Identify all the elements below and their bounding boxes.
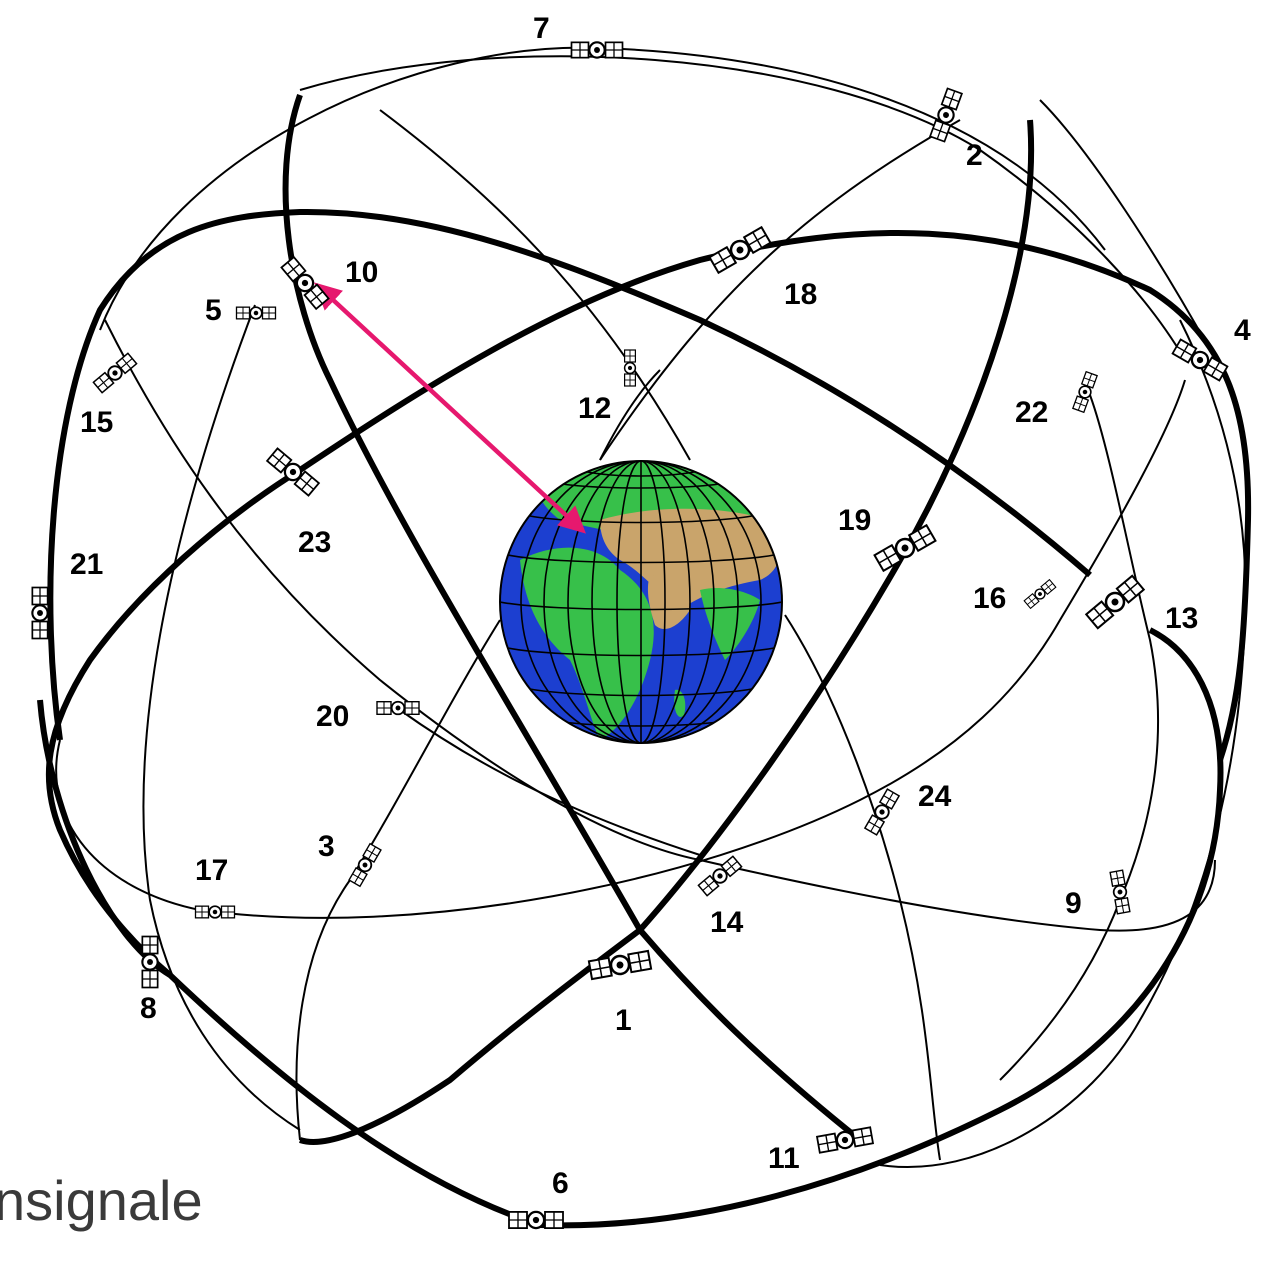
satellite-icon-5: [235, 306, 277, 320]
satellite-icon-8: [141, 935, 159, 989]
satellite-label-5: 5: [205, 294, 222, 327]
satellite-icon-11: [815, 1126, 875, 1154]
orbit-thin-12: [1039, 99, 1211, 351]
orbit-thin-2: [299, 55, 1186, 361]
satellite-icon-16: [1023, 578, 1057, 610]
satellite-label-1: 1: [615, 1004, 632, 1037]
satellite-icon-17: [194, 905, 236, 919]
satellite-icon-7: [570, 41, 624, 59]
satellite-label-14: 14: [710, 906, 744, 939]
satellite-label-7: 7: [533, 12, 550, 45]
caption-text: nsignale: [0, 1169, 203, 1232]
orbit-thin-4: [379, 109, 691, 461]
satellite-labels: 1 2 3 4 5 6 7 8 9 10 11 12 13 14 15 16 1…: [70, 12, 1251, 1200]
orbit-thick-1: [47, 208, 1092, 741]
satellite-label-19: 19: [838, 504, 871, 537]
satellite-icon-20: [376, 700, 420, 716]
signal-arrow: [314, 282, 586, 534]
satellite-label-24: 24: [918, 780, 952, 813]
orbit-thin-3: [599, 119, 961, 461]
satellite-icon-3: [348, 842, 382, 888]
satellite-label-18: 18: [784, 278, 817, 311]
orbit-thin-9: [784, 614, 941, 1161]
satellite-icon-12: [623, 349, 637, 387]
satellite-icon-19: [873, 523, 937, 573]
satellite-icon-6: [507, 1210, 565, 1230]
satellite-icon-2: [929, 87, 963, 143]
satellite-icon-13: [1084, 574, 1146, 630]
orbit-thin-13: [879, 319, 1247, 1168]
satellite-label-8: 8: [140, 992, 157, 1025]
satellite-label-21: 21: [70, 548, 103, 581]
satellite-label-15: 15: [80, 406, 113, 439]
orbit-thin-1: [99, 46, 1106, 331]
satellite-icon-1: [587, 949, 653, 981]
orbit-thin-15: [599, 369, 661, 461]
satellite-label-22: 22: [1015, 396, 1048, 429]
satellite-label-17: 17: [195, 854, 228, 887]
orbit-thin-8: [349, 619, 501, 881]
orbit-thin-5: [104, 319, 1216, 932]
orbit-thick-8: [637, 928, 862, 1143]
globe-land-africa: [520, 547, 654, 740]
satellite-icon-18: [708, 225, 772, 275]
satellite-icon-9: [1109, 869, 1131, 915]
orbit-thick-6: [45, 467, 302, 978]
satellite-icon-14: [697, 855, 743, 897]
satellite-label-23: 23: [298, 526, 331, 559]
satellite-label-11: 11: [768, 1142, 800, 1175]
orbit-thick-5: [298, 230, 1252, 761]
globe-land-asia: [600, 508, 781, 610]
satellite-label-16: 16: [973, 582, 1006, 615]
satellite-label-6: 6: [552, 1167, 569, 1200]
orbit-thin-14: [399, 709, 701, 856]
orbit-thin-10: [55, 379, 1186, 919]
satellite-icon-21: [31, 586, 49, 640]
orbit-thin-6: [142, 304, 301, 1131]
earth-globe: [499, 460, 783, 744]
orbit-thin-7: [295, 879, 351, 1141]
satellite-label-2: 2: [966, 139, 983, 172]
satellite-icon-10: [280, 255, 330, 311]
satellite-label-10: 10: [345, 256, 378, 289]
globe-land-arabia: [647, 575, 690, 630]
orbit-thin-11: [999, 394, 1160, 1081]
satellite-icon-15: [92, 352, 138, 394]
satellite-label-20: 20: [316, 700, 349, 733]
satellite-label-9: 9: [1065, 887, 1082, 920]
satellite-label-12: 12: [578, 392, 611, 425]
satellite-label-3: 3: [318, 830, 335, 863]
satellite-label-4: 4: [1234, 314, 1251, 347]
satellite-label-13: 13: [1165, 602, 1198, 635]
